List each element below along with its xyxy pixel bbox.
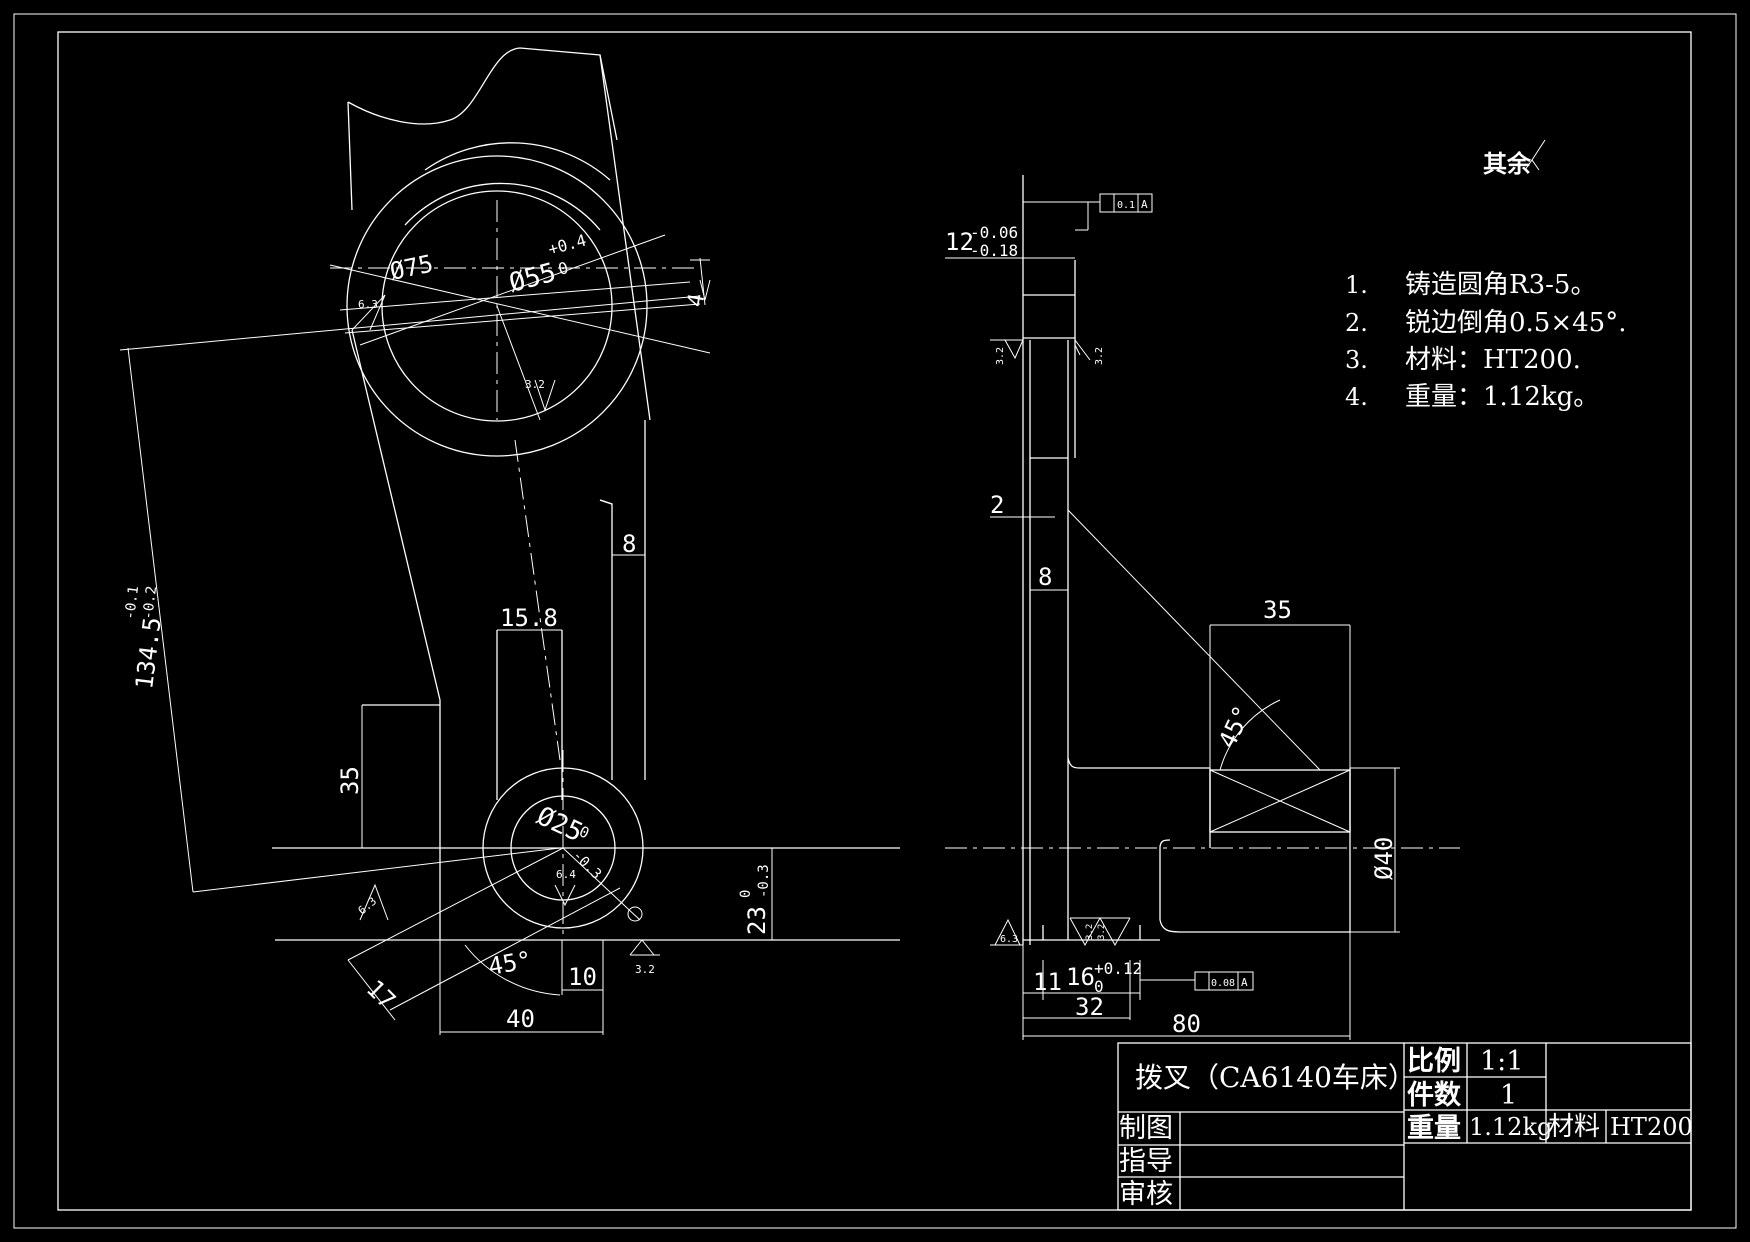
- title-count-value: 1: [1500, 1080, 1517, 1111]
- inner-border: [57, 31, 1692, 1211]
- label-side-35: 35: [1263, 596, 1292, 624]
- title-count-label: 件数: [1407, 1080, 1462, 1111]
- label-rough-32-left: 3.2: [995, 347, 1006, 365]
- inner-circle-d55: [381, 190, 613, 422]
- label-rough-32-mid-b: 3.2: [1097, 924, 1107, 940]
- title-review-label: 审核: [1119, 1179, 1173, 1210]
- label-rough-64: 6.4: [556, 868, 576, 881]
- note-1-text: 铸造圆角R3-5。: [1405, 270, 1596, 300]
- label-4: 4: [683, 292, 710, 309]
- label-rough-32-mid-a: 3.2: [1085, 924, 1095, 940]
- label-23-tol-up: 0: [738, 890, 754, 898]
- label-16: 16: [1066, 963, 1095, 991]
- title-scale-value: 1:1: [1480, 1046, 1523, 1077]
- label-rough-32-right: 3.2: [1094, 347, 1105, 365]
- label-gtol-top: 0.1: [1117, 200, 1135, 211]
- title-weight-value: 1.12kg: [1469, 1113, 1552, 1141]
- note-3-text: 材料：HT200.: [1405, 345, 1581, 375]
- label-rough-32-a: 3.2: [525, 378, 545, 391]
- label-11: 11: [1033, 968, 1062, 996]
- note-2-num: 2.: [1345, 309, 1368, 337]
- technical-notes: 其余 1. 铸造圆角R3-5。 2. 锐边倒角0.5×45°. 3. 材料：HT…: [1345, 139, 1626, 412]
- note-4-text: 重量：1.12kg。: [1405, 382, 1599, 412]
- front-view: [119, 47, 900, 1035]
- outer-border: [13, 13, 1737, 1229]
- label-d40: Ø40: [1370, 837, 1398, 880]
- label-side-45deg: 45°: [1213, 701, 1257, 752]
- label-158: 15.8: [500, 604, 558, 632]
- title-scale-label: 比例: [1407, 1046, 1461, 1077]
- label-d25: Ø25: [532, 801, 587, 848]
- title-material-label: 材料: [1548, 1112, 1600, 1142]
- label-134-tol-up: -0.1: [122, 585, 142, 620]
- side-view: [945, 175, 1460, 1040]
- top-profile: [347, 47, 618, 141]
- notes-header: 其余: [1483, 149, 1532, 178]
- note-3-num: 3.: [1345, 346, 1368, 374]
- label-35: 35: [336, 766, 364, 795]
- side-view-labels: 12 -0.06 -0.18 0.1 A 3.2 3.2 2 8 35 45° …: [945, 198, 1398, 1038]
- label-side-8: 8: [1038, 563, 1052, 591]
- front-view-labels: Ø75 Ø55 +0.4 0 4 6.3 3.2 134.5 -0.1 -0.2…: [122, 231, 772, 1033]
- note-2-text: 锐边倒角0.5×45°.: [1405, 308, 1626, 338]
- label-23: 23: [743, 906, 771, 935]
- label-d55-tol-up: +0.4: [546, 231, 588, 259]
- label-12: 12: [945, 228, 974, 256]
- label-gtol-top-ref: A: [1141, 198, 1148, 211]
- title-block: 拨叉（CA6140车床） 比例 1:1 件数 1 重量 1.12kg 材料 HT…: [1117, 1042, 1693, 1211]
- label-23-tol-low: -0.3: [756, 864, 772, 898]
- label-32: 32: [1075, 993, 1104, 1021]
- label-16-tol-low: 0: [1094, 977, 1104, 996]
- label-rough-63-a: 6.3: [358, 298, 378, 311]
- title-part-name: 拨叉（CA6140车床）: [1135, 1061, 1416, 1094]
- label-gtol-bottom-ref: A: [1241, 976, 1248, 989]
- label-134: 134.5: [130, 616, 167, 691]
- label-10: 10: [568, 963, 597, 991]
- title-guide-label: 指导: [1119, 1146, 1173, 1177]
- label-45deg: 45°: [486, 946, 534, 981]
- title-material-value: HT200: [1610, 1113, 1693, 1141]
- label-rough-63-b: 6.3: [356, 895, 380, 918]
- note-4-num: 4.: [1345, 383, 1368, 411]
- side-box: [1209, 769, 1351, 833]
- label-d55: Ø55: [506, 258, 559, 299]
- label-d55-tol-low: 0: [556, 258, 570, 279]
- label-gtol-bottom: 0.08: [1211, 978, 1235, 989]
- title-drawn-label: 制图: [1119, 1113, 1173, 1144]
- label-40: 40: [506, 1005, 535, 1033]
- label-8: 8: [622, 530, 636, 558]
- label-16-tol-up: +0.12: [1094, 959, 1142, 978]
- label-rough-63: 6.3: [1000, 934, 1018, 945]
- label-12-tol-up: -0.06: [970, 223, 1018, 242]
- label-2: 2: [990, 491, 1004, 519]
- label-134-tol-low: -0.2: [140, 585, 160, 620]
- label-12-tol-low: -0.18: [970, 241, 1018, 260]
- label-80: 80: [1172, 1010, 1201, 1038]
- label-rough-32-b: 3.2: [635, 963, 655, 976]
- note-1-num: 1.: [1345, 271, 1368, 299]
- label-17: 17: [361, 974, 401, 1014]
- outer-circle-d75: [346, 155, 648, 457]
- title-weight-label: 重量: [1407, 1113, 1461, 1144]
